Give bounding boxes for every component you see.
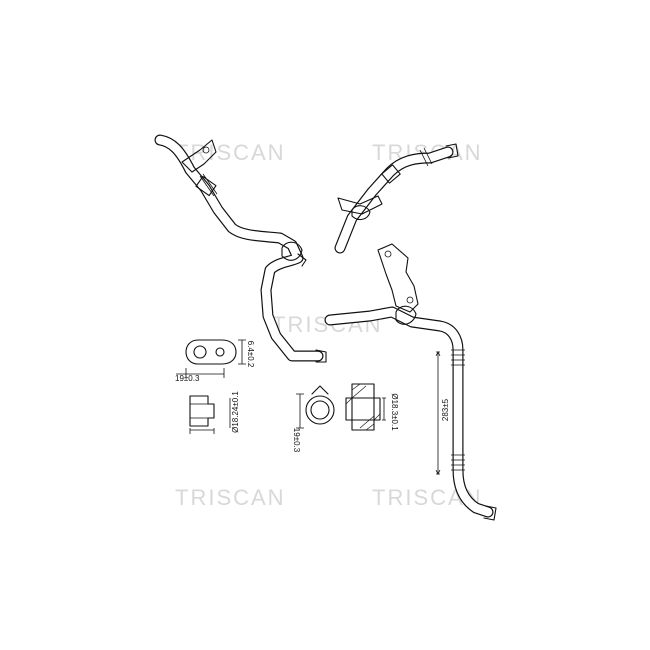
flange-width-label: 19±0.3 xyxy=(175,374,200,383)
watermark-top-left: TRISCAN xyxy=(175,140,286,165)
fitting-bore-label: Ø18.3±0.1 xyxy=(390,393,399,431)
flange-detail-top: 19±0.3 6.4±0.2 xyxy=(175,339,255,383)
flange-detail-side: Ø18.24±0.1 xyxy=(189,391,240,434)
flange-bore-label: Ø18.24±0.1 xyxy=(231,391,240,433)
right-pipe-assembly xyxy=(324,243,497,521)
main-hose-left xyxy=(154,134,327,363)
flange-thickness-label: 6.4±0.2 xyxy=(246,341,255,368)
fitting-detail-end: 19±0.3 xyxy=(292,385,335,453)
upper-right-hose xyxy=(334,143,459,254)
fitting-height-label: 19±0.3 xyxy=(292,428,301,453)
watermark-bottom-left: TRISCAN xyxy=(175,485,286,510)
pipe-length-dimension: 283±5 xyxy=(435,351,450,475)
pipe-length-label: 283±5 xyxy=(441,398,450,421)
fitting-detail-section: Ø18.3±0.1 xyxy=(345,383,399,431)
